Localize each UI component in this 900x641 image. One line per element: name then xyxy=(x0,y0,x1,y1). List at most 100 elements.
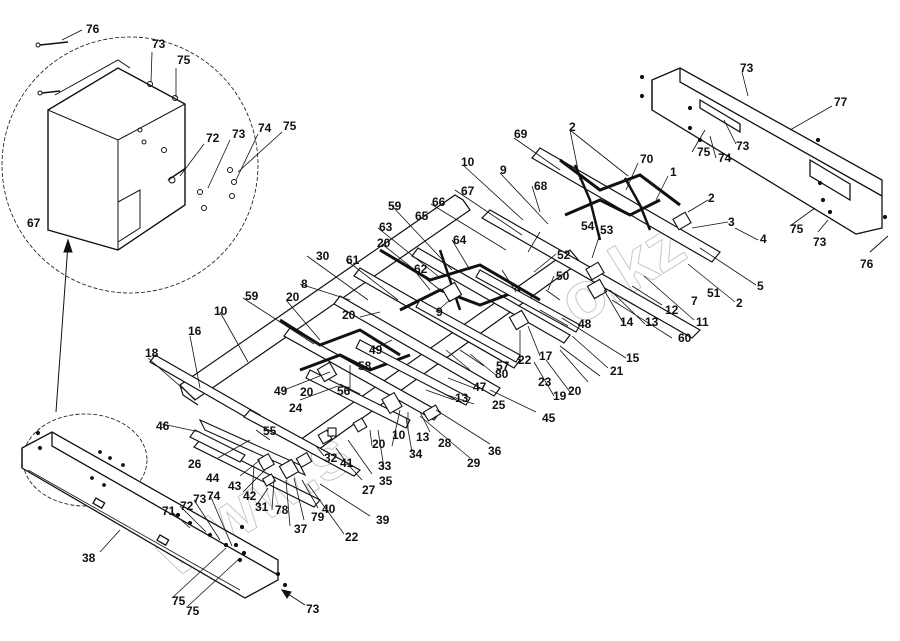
callout-9: 9 xyxy=(500,163,507,177)
callout-75: 75 xyxy=(790,222,804,236)
callout-74: 74 xyxy=(258,121,272,135)
callout-4: 4 xyxy=(760,232,767,246)
callout-20: 20 xyxy=(568,384,582,398)
callout-9: 9 xyxy=(436,305,443,319)
callout-73: 73 xyxy=(736,139,750,153)
callout-48: 48 xyxy=(578,317,592,331)
callout-52: 52 xyxy=(557,248,571,262)
callout-31: 31 xyxy=(255,500,269,514)
callout-75: 75 xyxy=(172,594,186,608)
callout-35: 35 xyxy=(379,474,393,488)
callout-22: 22 xyxy=(518,353,532,367)
callout-37: 37 xyxy=(294,522,308,536)
callout-79: 79 xyxy=(311,510,325,524)
callout-28: 28 xyxy=(438,436,452,450)
callout-45: 45 xyxy=(542,411,556,425)
callout-49: 49 xyxy=(274,384,288,398)
callout-8: 8 xyxy=(301,277,308,291)
callout-3: 3 xyxy=(728,215,735,229)
callout-49: 49 xyxy=(369,343,383,357)
callout-73: 73 xyxy=(193,492,207,506)
callout-74: 74 xyxy=(718,151,732,165)
callout-20: 20 xyxy=(300,385,314,399)
callout-73: 73 xyxy=(813,235,827,249)
callout-72: 72 xyxy=(206,131,220,145)
callout-7: 7 xyxy=(691,294,698,308)
callout-25: 25 xyxy=(492,398,506,412)
callout-18: 18 xyxy=(145,346,159,360)
callout-75: 75 xyxy=(177,53,191,67)
callout-2: 2 xyxy=(736,296,743,310)
callout-33: 33 xyxy=(378,459,392,473)
callout-5: 5 xyxy=(757,279,764,293)
callout-46: 46 xyxy=(156,419,170,433)
callout-67: 67 xyxy=(27,216,41,230)
callout-29: 29 xyxy=(467,456,481,470)
callout-40: 40 xyxy=(322,502,336,516)
callout-67: 67 xyxy=(461,184,475,198)
callout-75: 75 xyxy=(186,604,200,618)
callout-19: 19 xyxy=(553,389,567,403)
callout-76: 76 xyxy=(86,22,100,36)
callout-2: 2 xyxy=(569,120,576,134)
callout-12: 12 xyxy=(665,303,679,317)
callout-36: 36 xyxy=(488,444,502,458)
callout-14: 14 xyxy=(620,315,634,329)
callout-34: 34 xyxy=(409,447,423,461)
callout-42: 42 xyxy=(243,489,257,503)
callout-75: 75 xyxy=(283,119,297,133)
callout-58: 58 xyxy=(358,359,372,373)
frame-rails xyxy=(149,147,721,508)
detail-ellipse-top xyxy=(1,36,259,294)
leader-lines xyxy=(61,29,833,607)
cross-members xyxy=(189,158,681,477)
callout-73: 73 xyxy=(232,127,246,141)
callout-57: 57 xyxy=(496,359,510,373)
callout-68: 68 xyxy=(534,179,548,193)
callout-47: 47 xyxy=(473,380,487,394)
callout-16: 16 xyxy=(188,324,202,338)
callout-77: 77 xyxy=(834,95,848,109)
callout-61: 61 xyxy=(346,253,360,267)
callout-30: 30 xyxy=(316,249,330,263)
callout-70: 70 xyxy=(640,152,654,166)
callout-27: 27 xyxy=(362,483,376,497)
callout-73: 73 xyxy=(152,37,166,51)
callout-20: 20 xyxy=(286,290,300,304)
callout-43: 43 xyxy=(228,479,242,493)
callout-39: 39 xyxy=(376,513,390,527)
callout-10: 10 xyxy=(214,304,228,318)
callout-26: 26 xyxy=(188,457,202,471)
callout-73: 73 xyxy=(740,61,754,75)
callout-50: 50 xyxy=(556,269,570,283)
callout-20: 20 xyxy=(342,308,356,322)
callout-32: 32 xyxy=(324,451,338,465)
callout-17: 17 xyxy=(539,349,553,363)
callout-75: 75 xyxy=(697,145,711,159)
callout-41: 41 xyxy=(340,456,354,470)
callout-22: 22 xyxy=(345,530,359,544)
front-bumper xyxy=(21,431,279,599)
callout-76: 76 xyxy=(860,257,874,271)
callout-69: 69 xyxy=(514,127,528,141)
callout-53: 53 xyxy=(600,223,614,237)
callout-56: 56 xyxy=(337,384,351,398)
arrows-76 xyxy=(280,235,889,606)
callout-44: 44 xyxy=(206,471,220,485)
callout-15: 15 xyxy=(626,351,640,365)
callout-55: 55 xyxy=(263,424,277,438)
callout-10: 10 xyxy=(392,428,406,442)
callout-80: 80 xyxy=(495,367,509,381)
callout-71: 71 xyxy=(162,504,176,518)
callout-74: 74 xyxy=(207,489,221,503)
fasteners xyxy=(35,74,888,588)
callout-73: 73 xyxy=(306,602,320,616)
callout-24: 24 xyxy=(289,401,303,415)
callout-21: 21 xyxy=(610,364,624,378)
rear-bumper xyxy=(651,67,883,235)
callout-20: 20 xyxy=(377,236,391,250)
callout-78: 78 xyxy=(275,503,289,517)
